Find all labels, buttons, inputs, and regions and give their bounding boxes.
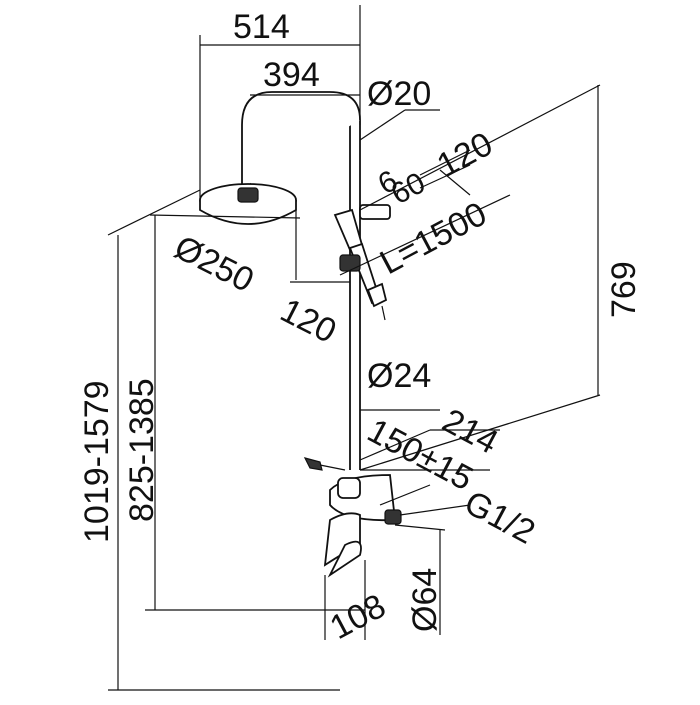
label-769: 769 (605, 261, 643, 318)
dimension-lines (107, 5, 601, 691)
label-d24: Ø24 (367, 357, 431, 395)
label-hose-length: L=1500 (374, 195, 493, 282)
label-108: 108 (324, 587, 392, 647)
label-1019-1579: 1019-1579 (78, 380, 116, 543)
shower-arm (241, 91, 361, 188)
label-d20: Ø20 (367, 75, 431, 113)
label-120-bottom: 120 (274, 291, 342, 351)
label-g12: G1/2 (458, 484, 541, 552)
label-514: 514 (233, 8, 290, 46)
label-120-top: 120 (431, 125, 499, 185)
riser-pipe (349, 120, 361, 470)
thermostatic-mixer (303, 457, 431, 578)
hand-shower (333, 204, 391, 321)
label-d250: Ø250 (168, 228, 259, 300)
label-394: 394 (263, 56, 320, 94)
label-825-1385: 825-1385 (123, 378, 161, 522)
label-d64: Ø64 (406, 568, 444, 632)
